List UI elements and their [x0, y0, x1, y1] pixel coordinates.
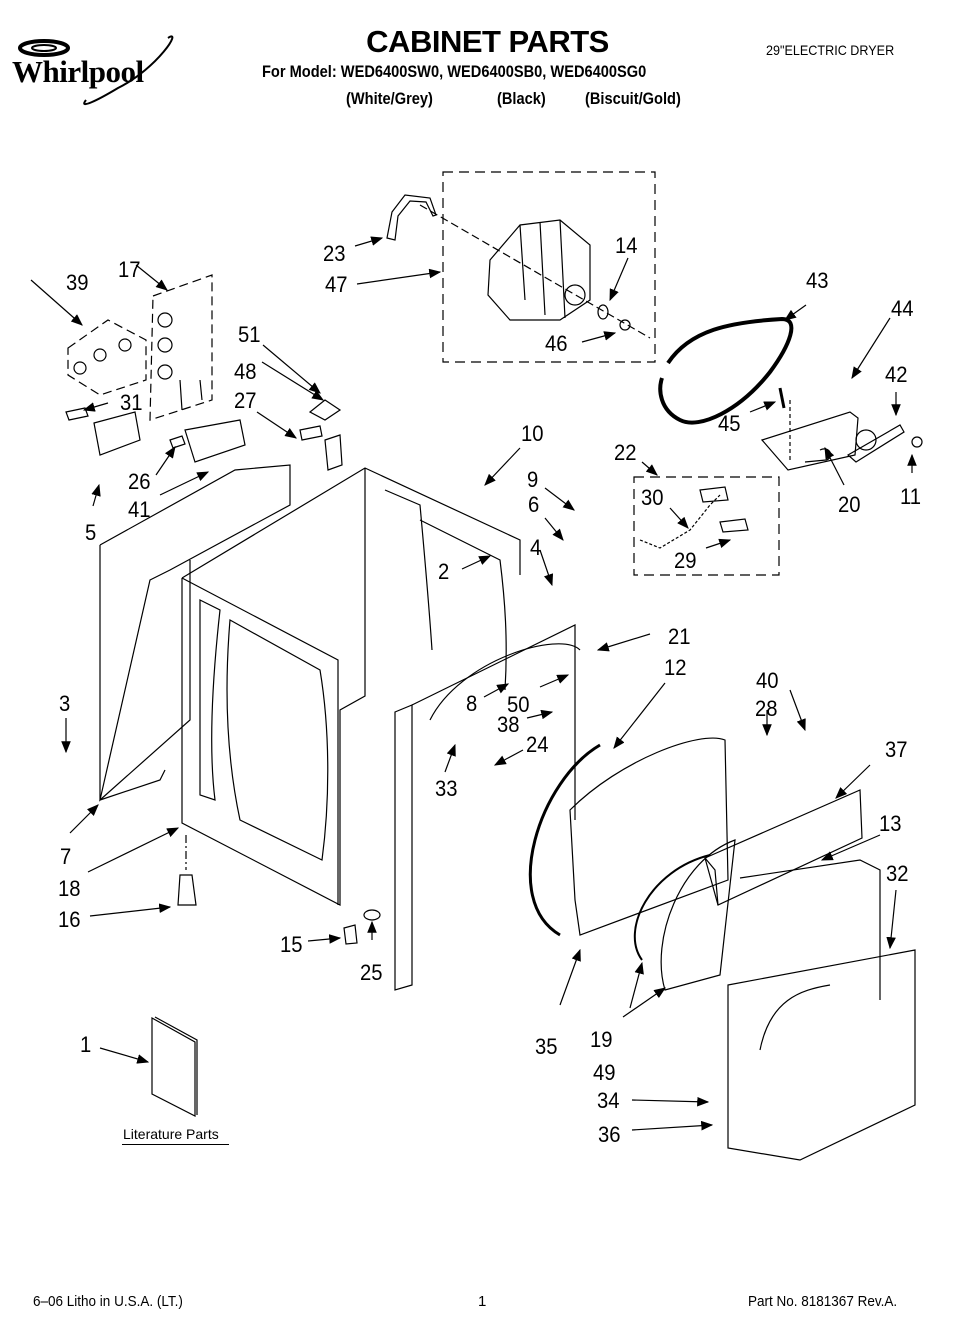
callout-40: 40	[756, 668, 779, 693]
callout-7: 7	[60, 844, 72, 869]
callout-26: 26	[128, 469, 151, 494]
harness-group	[633, 476, 780, 576]
callout-42: 42	[885, 362, 908, 387]
callout-32: 32	[886, 861, 909, 886]
callout-22: 22	[614, 440, 637, 465]
drum-seal	[528, 743, 601, 937]
callout-arrows	[30, 236, 917, 1131]
rear-panel	[99, 464, 291, 802]
callout-49: 49	[593, 1060, 616, 1085]
callout-16: 16	[58, 907, 81, 932]
callout-45: 45	[718, 411, 741, 436]
callout-35: 35	[535, 1034, 558, 1059]
literature-parts-label: Literature Parts	[123, 1126, 219, 1142]
callout-3: 3	[59, 691, 71, 716]
callout-38: 38	[497, 712, 520, 737]
callout-43: 43	[806, 268, 829, 293]
page-title: CABINET PARTS	[366, 24, 609, 59]
knob-group	[67, 319, 147, 396]
callout-23: 23	[323, 241, 346, 266]
callout-47: 47	[325, 272, 348, 297]
brand-name: Whirlpool	[12, 54, 144, 89]
color-white-grey: (White/Grey)	[346, 89, 433, 108]
front-bulkhead	[569, 737, 729, 936]
callout-15: 15	[280, 932, 303, 957]
callout-51: 51	[238, 322, 261, 347]
console	[704, 789, 863, 906]
motor	[419, 204, 651, 339]
page-number: 1	[478, 1293, 487, 1310]
callout-9: 9	[527, 467, 539, 492]
callout-19: 19	[590, 1027, 613, 1052]
callout-4: 4	[530, 535, 542, 560]
callout-29: 29	[674, 548, 697, 573]
callout-6: 6	[528, 492, 540, 517]
callout-2: 2	[438, 559, 450, 584]
color-black: (Black)	[497, 89, 546, 108]
callout-46: 46	[545, 331, 568, 356]
callout-44: 44	[891, 296, 914, 321]
color-biscuit-gold: (Biscuit/Gold)	[585, 89, 681, 108]
switch-group	[149, 274, 213, 421]
callout-13: 13	[879, 811, 902, 836]
callout-48: 48	[234, 359, 257, 384]
footer-print-info: 6–06 Litho in U.S.A. (LT.)	[33, 1293, 183, 1310]
callout-17: 17	[118, 257, 141, 282]
logo-swirl-icon	[18, 35, 174, 106]
motor-bracket	[386, 194, 437, 241]
product-type: 29"ELECTRIC DRYER	[766, 42, 895, 58]
callout-25: 25	[360, 960, 383, 985]
callout-18: 18	[58, 876, 81, 901]
front-frame	[394, 704, 413, 991]
callout-12: 12	[664, 655, 687, 680]
callout-20: 20	[838, 492, 861, 517]
callout-8: 8	[466, 691, 478, 716]
callout-1: 1	[80, 1032, 92, 1057]
callout-41: 41	[128, 497, 151, 522]
callout-21: 21	[668, 624, 691, 649]
callout-34: 34	[597, 1088, 620, 1113]
drive-belt	[658, 316, 794, 425]
callout-11: 11	[900, 484, 922, 509]
callout-39: 39	[66, 270, 89, 295]
whirlpool-logo: Whirlpool	[8, 28, 188, 108]
literature-underline	[122, 1144, 229, 1145]
model-numbers: For Model: WED6400SW0, WED6400SB0, WED64…	[262, 62, 647, 81]
callout-36: 36	[598, 1122, 621, 1147]
callout-24: 24	[526, 732, 549, 757]
callout-33: 33	[435, 776, 458, 801]
callout-27: 27	[234, 388, 257, 413]
callout-31: 31	[120, 390, 143, 415]
callout-30: 30	[641, 485, 664, 510]
motor-assembly-group	[442, 171, 656, 363]
callout-50: 50	[507, 692, 530, 717]
part-number: Part No. 8181367 Rev.A.	[748, 1293, 898, 1310]
front-panel	[727, 949, 916, 1161]
callout-10: 10	[521, 421, 544, 446]
cabinet	[181, 467, 521, 906]
callout-37: 37	[885, 737, 908, 762]
callout-5: 5	[85, 520, 97, 545]
literature-booklet	[151, 1016, 196, 1117]
callout-14: 14	[615, 233, 638, 258]
callout-28: 28	[755, 696, 778, 721]
